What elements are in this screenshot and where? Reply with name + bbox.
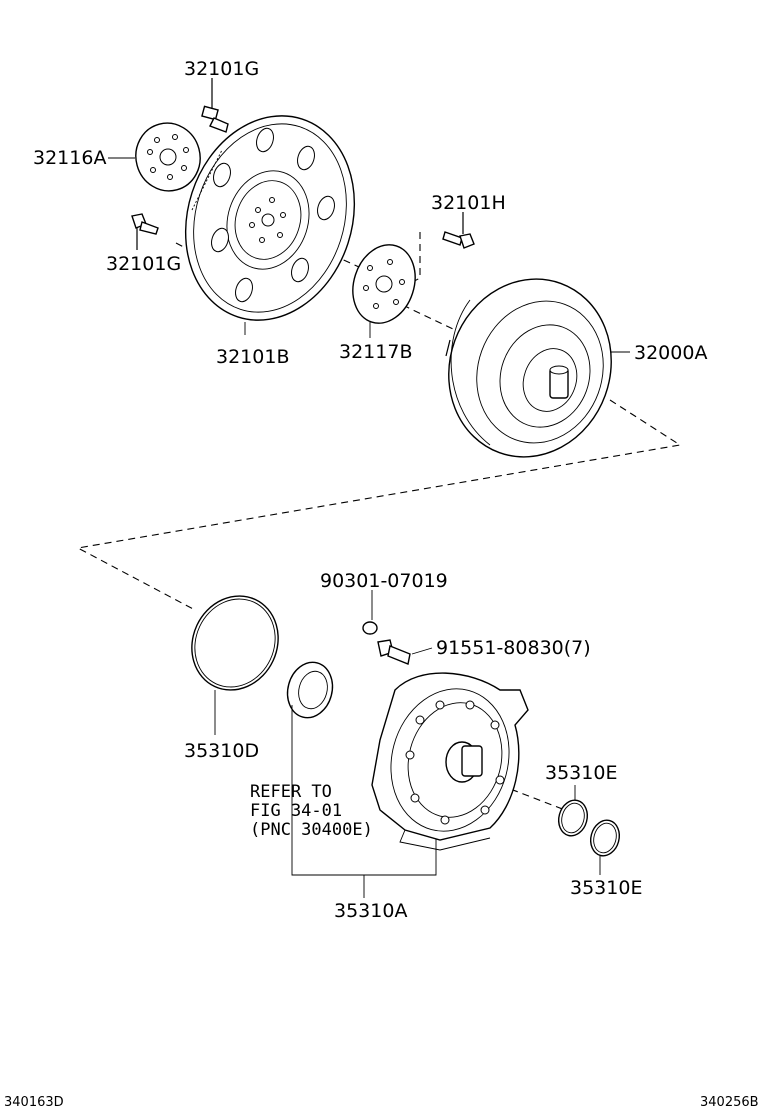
torque-converter-32000A — [445, 278, 630, 458]
label-32116A: 32116A — [33, 147, 106, 169]
refer-note-line3: (PNC 30400E) — [250, 820, 373, 840]
label-91551: 91551-80830(7) — [436, 637, 591, 659]
o-ring-35310D — [191, 595, 279, 735]
o-rings-35310E — [557, 785, 621, 875]
footer-left-code: 340163D — [4, 1095, 64, 1110]
label-35310E-bottom: 35310E — [570, 877, 642, 899]
label-35310E-top: 35310E — [545, 762, 617, 784]
label-32101B: 32101B — [216, 346, 289, 368]
label-32101G-left: 32101G — [106, 253, 181, 275]
bolt-32101G-top — [201, 78, 229, 133]
label-90301: 90301-07019 — [320, 570, 448, 592]
label-35310A: 35310A — [334, 900, 407, 922]
refer-note-line2: FIG 34-01 — [250, 801, 342, 821]
label-32101H: 32101H — [431, 192, 506, 214]
label-32117B: 32117B — [339, 341, 412, 363]
label-32000A: 32000A — [634, 342, 707, 364]
o-ring-90301 — [362, 590, 378, 635]
refer-note-line1: REFER TO — [250, 782, 332, 802]
bolt-91551 — [377, 639, 433, 665]
oil-pump-35310A — [371, 672, 529, 851]
bolt-32101G-left — [131, 213, 159, 250]
plate-32117B — [352, 244, 416, 338]
bolt-32101H — [442, 212, 475, 249]
oil-seal — [286, 661, 437, 876]
label-35310D: 35310D — [184, 740, 259, 762]
plate-32116A — [108, 122, 201, 192]
label-32101G-top: 32101G — [184, 58, 259, 80]
drive-plate-32101B — [184, 115, 356, 335]
footer-right-code: 340256B — [700, 1095, 759, 1110]
